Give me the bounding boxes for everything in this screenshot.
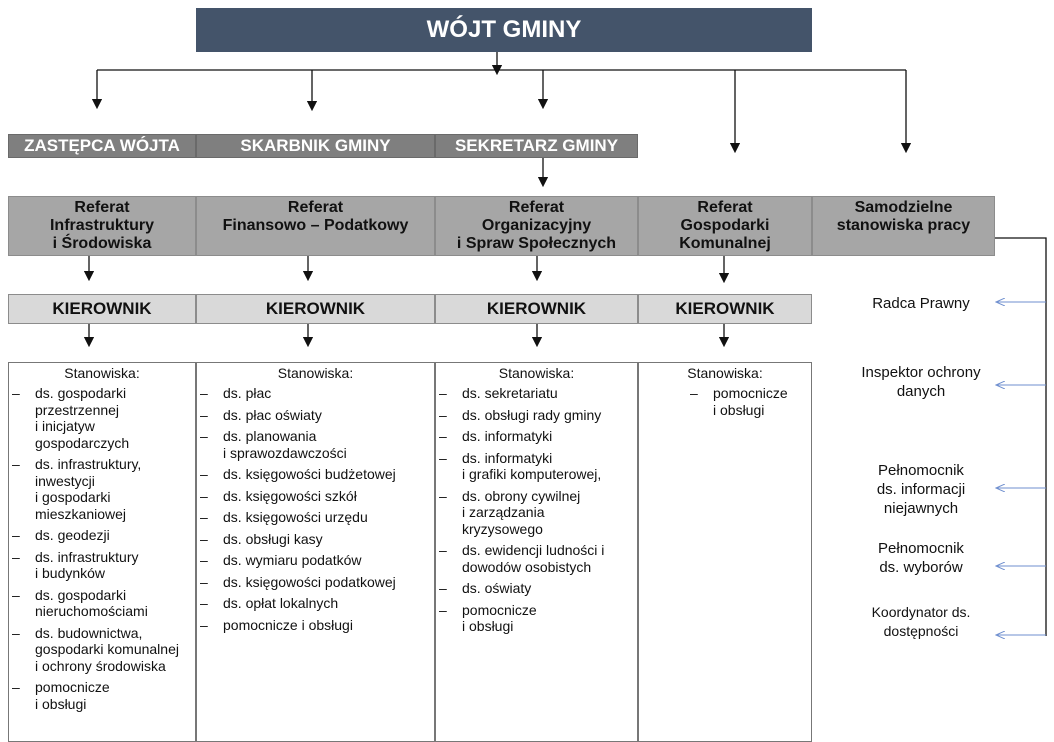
list-item: ds. informatyki i grafiki komputerowej, [436,450,637,483]
positions-list: ds. płac ds. płac oświaty ds. planowania… [197,385,434,633]
dept-label: Referat Gospodarki Komunalnej [679,199,771,252]
positions-column-communal: Stanowiska: pomocnicze i obsługi [638,362,812,742]
list-item: ds. ewidencji ludności i dowodów osobist… [436,542,637,575]
list-item: ds. księgowości budżetowej [197,466,434,483]
list-item: ds. opłat lokalnych [197,595,434,612]
dept-organizational: Referat Organizacyjny i Spraw Społecznyc… [435,196,638,256]
list-item: pomocnicze i obsługi [9,679,195,712]
manager-box-4: KIEROWNIK [638,294,812,324]
positions-header: Stanowiska: [687,365,763,381]
list-item: ds. geodezji [9,527,195,544]
positions-column-organizational: Stanowiska: ds. sekretariatu ds. obsługi… [435,362,638,742]
list-item: ds. płac [197,385,434,402]
list-item: ds. informatyki [436,428,637,445]
list-item: ds. budownictwa, gospodarki komunalnej i… [9,625,195,675]
independent-position-data-protection: Inspektor ochrony danych [861,364,981,400]
independent-position-accessibility: Koordynator ds. dostępności [871,604,971,639]
list-item: ds. oświaty [436,580,637,597]
independent-position-elections: Pełnomocnik ds. wyborów [878,540,964,576]
manager-label: KIEROWNIK [486,299,587,318]
list-item: ds. infrastruktury i budynków [9,549,195,582]
dept-label: Referat Infrastruktury i Środowiska [49,199,155,252]
manager-box-2: KIEROWNIK [196,294,435,324]
positions-header: Stanowiska: [498,365,575,381]
independent-position-classified-info: Pełnomocnik ds. informacji niejawnych [876,462,966,517]
role-label: ZASTĘPCA WÓJTA [24,136,180,155]
manager-box-1: KIEROWNIK [8,294,196,324]
manager-label: KIEROWNIK [52,299,152,318]
list-item: ds. obsługi kasy [197,531,434,548]
list-item: ds. gospodarki nieruchomościami [9,587,195,620]
list-item: ds. wymiaru podatków [197,552,434,569]
dept-label: Samodzielne stanowiska pracy [836,199,971,234]
positions-header: Stanowiska: [277,365,354,381]
positions-list: ds. sekretariatu ds. obsługi rady gminy … [436,385,637,635]
role-label: SKARBNIK GMINY [240,136,391,155]
list-item: pomocnicze i obsługi [436,602,637,635]
list-item: ds. obsługi rady gminy [436,407,637,424]
positions-header: Stanowiska: [64,365,140,381]
dept-finance: Referat Finansowo – Podatkowy [196,196,435,256]
dept-infrastructure: Referat Infrastruktury i Środowiska [8,196,196,256]
head-box: WÓJT GMINY [196,8,812,52]
list-item: ds. gospodarki przestrzennej i inicjatyw… [9,385,195,451]
positions-column-finance: Stanowiska: ds. płac ds. płac oświaty ds… [196,362,435,742]
list-item: pomocnicze i obsługi [197,617,434,634]
list-item: ds. płac oświaty [197,407,434,424]
list-item: ds. obrony cywilnej i zarządzania kryzys… [436,488,637,538]
dept-communal: Referat Gospodarki Komunalnej [638,196,812,256]
list-item: ds. infrastruktury, inwestycji i gospoda… [9,456,195,522]
list-item: ds. księgowości szkół [197,488,434,505]
list-item: pomocnicze i obsługi [687,385,811,418]
dept-label: Referat Organizacyjny i Spraw Społecznyc… [456,199,617,252]
role-deputy-mayor: ZASTĘPCA WÓJTA [8,134,196,158]
manager-label: KIEROWNIK [675,299,775,318]
dept-independent: Samodzielne stanowiska pracy [812,196,995,256]
positions-column-infrastructure: Stanowiska: ds. gospodarki przestrzennej… [8,362,196,742]
role-secretary: SEKRETARZ GMINY [435,134,638,158]
list-item: ds. księgowości podatkowej [197,574,434,591]
manager-box-3: KIEROWNIK [435,294,638,324]
positions-list: pomocnicze i obsługi [687,385,811,418]
head-title: WÓJT GMINY [426,16,582,43]
role-label: SEKRETARZ GMINY [454,136,619,155]
independent-position-legal: Radca Prawny [872,295,970,312]
dept-label: Referat Finansowo – Podatkowy [222,199,409,234]
role-treasurer: SKARBNIK GMINY [196,134,435,158]
positions-list: ds. gospodarki przestrzennej i inicjatyw… [9,385,195,712]
list-item: ds. planowania i sprawozdawczości [197,428,434,461]
manager-label: KIEROWNIK [265,299,366,318]
list-item: ds. księgowości urzędu [197,509,434,526]
list-item: ds. sekretariatu [436,385,637,402]
